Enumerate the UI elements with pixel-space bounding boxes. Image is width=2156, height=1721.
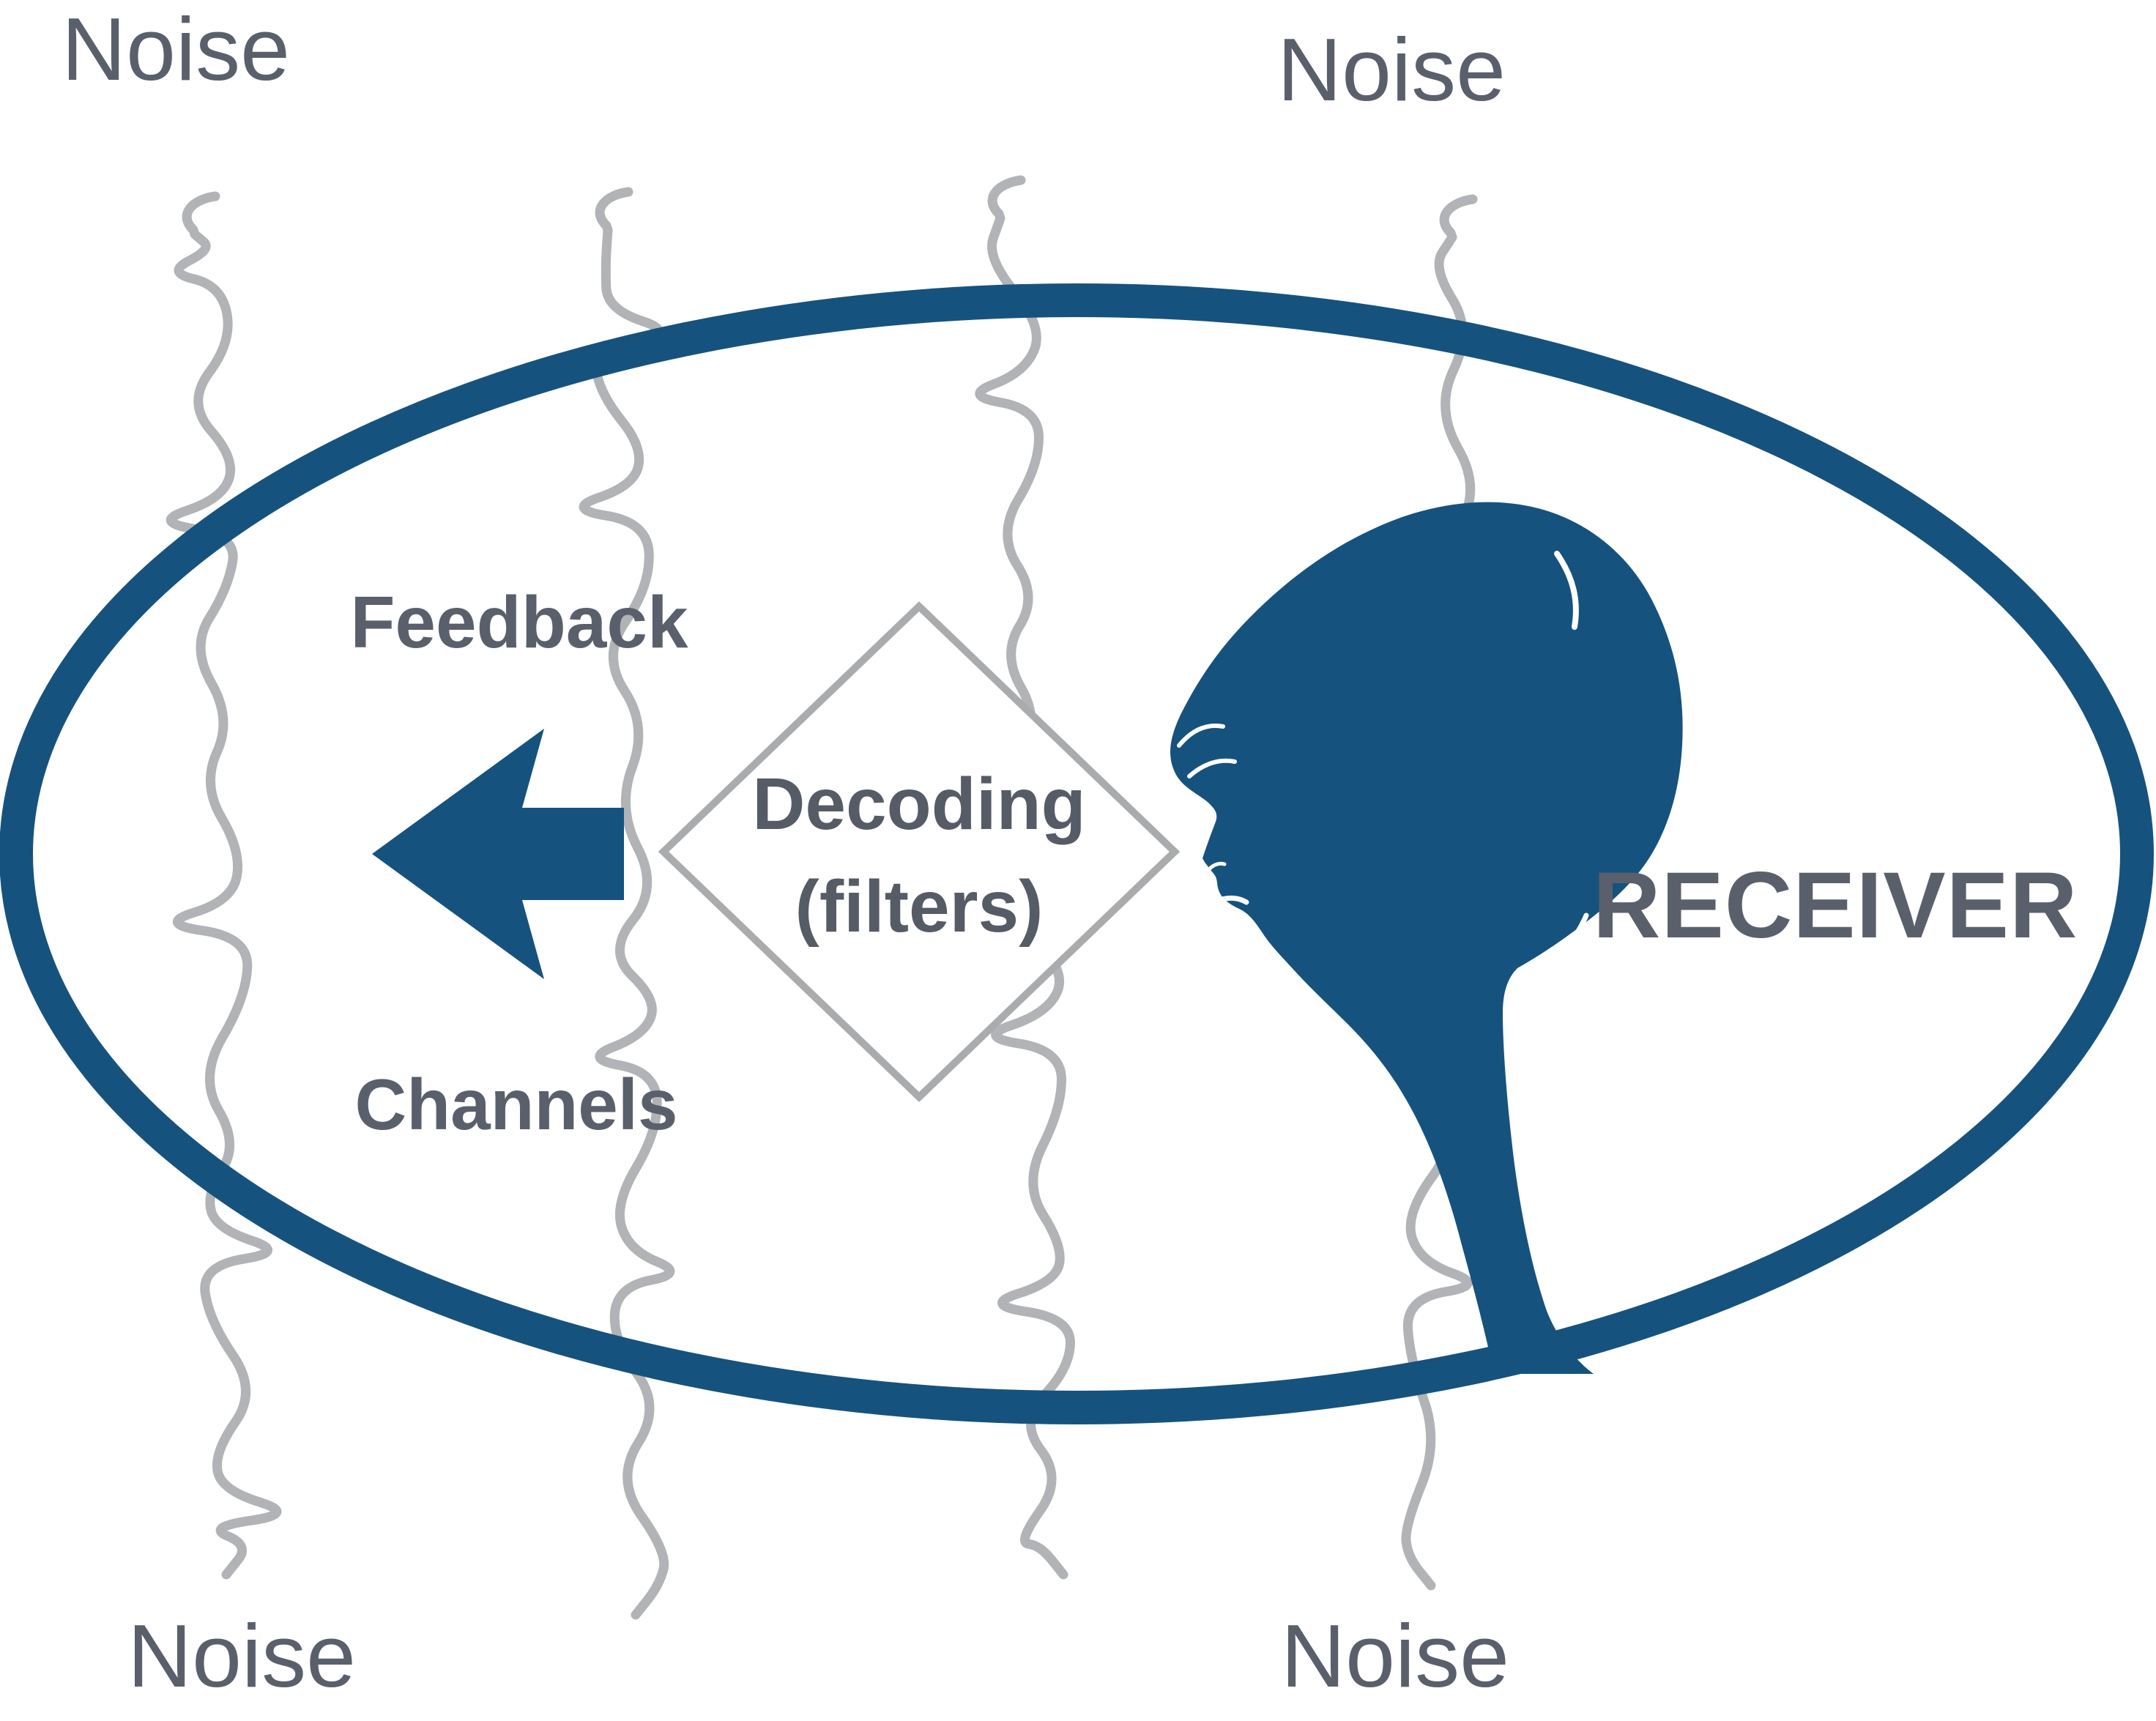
decoding-node-label: Decoding (filters) <box>736 753 1102 958</box>
crown-strand-icon <box>1554 551 1579 630</box>
feedback-arrow-icon <box>372 729 624 979</box>
feedback-label: Feedback <box>350 581 688 664</box>
fringe-strand-icon <box>1187 758 1237 778</box>
noise-label-top-right: Noise <box>1277 20 1506 119</box>
nostril-line-icon <box>1208 861 1227 871</box>
fringe-strand-icon <box>1177 724 1225 748</box>
mouth-line-icon <box>1214 895 1249 905</box>
noise-squiggle-icon <box>166 191 282 1580</box>
decoding-line2: (filters) <box>795 866 1044 948</box>
noise-squiggle-icon <box>579 187 675 1620</box>
noise-label-bottom-left: Noise <box>127 1606 356 1706</box>
noise-label-top-left: Noise <box>62 0 290 99</box>
channels-label: Channels <box>354 1064 678 1145</box>
receiver-head-details <box>1177 551 1589 962</box>
environment-ellipse <box>0 283 2154 1424</box>
decoding-diamond <box>658 601 1181 1102</box>
receiver-label: RECEIVER <box>1593 853 2078 958</box>
nape-strand-icon <box>1547 912 1589 962</box>
noise-label-bottom-right: Noise <box>1281 1606 1509 1706</box>
receiver-head-icon <box>1170 502 1683 1375</box>
decoding-line1: Decoding <box>752 763 1086 845</box>
